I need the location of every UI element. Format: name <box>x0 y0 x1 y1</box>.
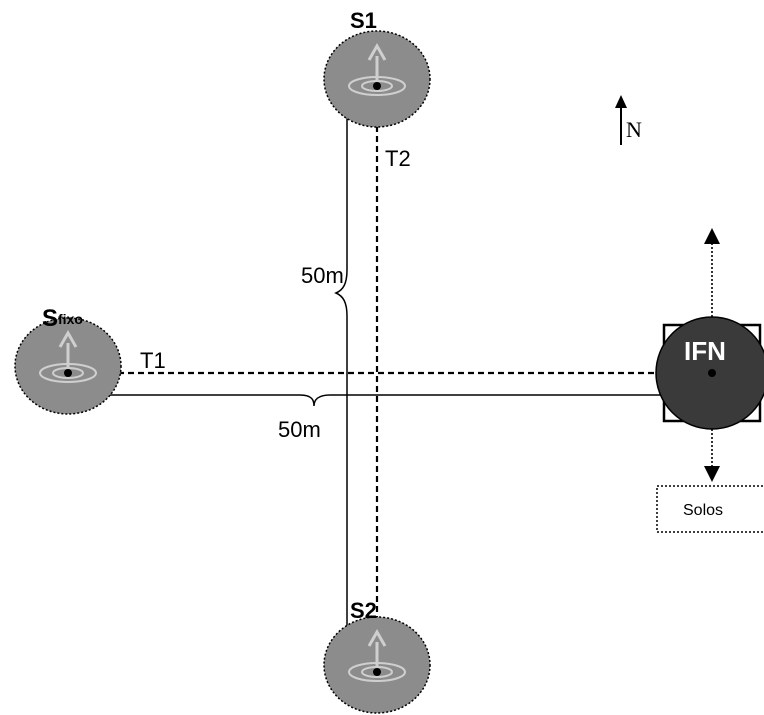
label-ifn: IFN <box>684 336 726 366</box>
plot-ifn <box>655 228 764 482</box>
vertical-distance-bracket <box>334 85 378 673</box>
plot-sfixo <box>14 317 122 415</box>
label-sfixo-main: S <box>42 305 58 332</box>
label-sfixo-sub: fixo <box>58 311 83 327</box>
solos-box <box>656 485 764 533</box>
label-t2: T2 <box>385 146 411 171</box>
label-t1: T1 <box>140 348 166 373</box>
horizontal-distance-bracket <box>67 374 713 407</box>
label-s2: S2 <box>350 598 377 623</box>
plot-s1 <box>323 30 431 128</box>
label-north: N <box>626 117 642 142</box>
label-distance-vertical: 50m <box>301 263 344 288</box>
north-arrow-icon <box>615 95 627 145</box>
label-solos: Solos <box>683 502 723 519</box>
plot-s2 <box>323 616 431 714</box>
label-distance-horizontal: 50m <box>278 417 321 442</box>
label-s1: S1 <box>350 8 377 33</box>
label-sfixo: Sfixo <box>42 305 83 332</box>
